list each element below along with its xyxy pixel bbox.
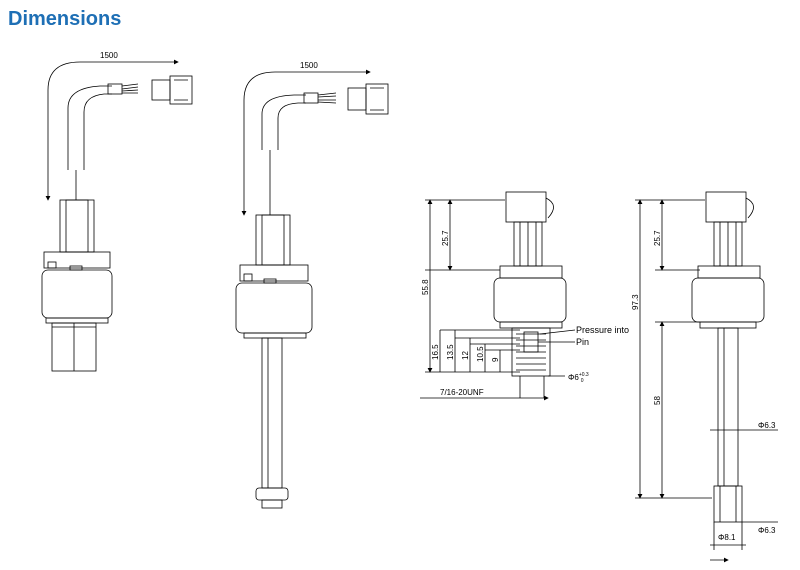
dim-10-5-label: 10.5 [476, 346, 485, 362]
pressure-into-label: Pressure into [576, 325, 629, 335]
sensor-drawing-2 [235, 69, 389, 509]
tube-length-label: 58 [653, 396, 662, 405]
bore-diameter: Φ6 [568, 373, 579, 382]
dim-12-label: 12 [461, 351, 470, 360]
cable-length-label-1: 1500 [100, 51, 118, 60]
tip-diameter-label: Φ8.1 [718, 533, 736, 542]
dim-9-label: 9 [491, 357, 500, 362]
thread-label: 7/16-20UNF [440, 388, 484, 397]
pin-label: Pin [576, 337, 589, 347]
dim-13-5-label: 13.5 [446, 344, 455, 360]
cable-length-label-2: 1500 [300, 61, 318, 70]
overall-height-label-3: 55.8 [421, 279, 430, 295]
sensor-drawing-3 [420, 191, 576, 401]
page-title: Dimensions [8, 8, 122, 30]
connector-height-label-4: 25.7 [653, 230, 662, 246]
dim-16-5-label: 16.5 [431, 344, 440, 360]
sensor-drawing-4 [635, 191, 778, 563]
sensor-drawing-1 [41, 59, 193, 372]
tube-diameter-label: Φ6.3 [758, 421, 776, 430]
bore-tol-upper: +0.3 [579, 372, 589, 378]
tip-diameter-2-label: Φ6.3 [758, 526, 776, 535]
overall-height-label-4: 97.3 [631, 294, 640, 310]
connector-height-label-3: 25.7 [441, 230, 450, 246]
bore-tol-lower: 0 [581, 378, 584, 384]
